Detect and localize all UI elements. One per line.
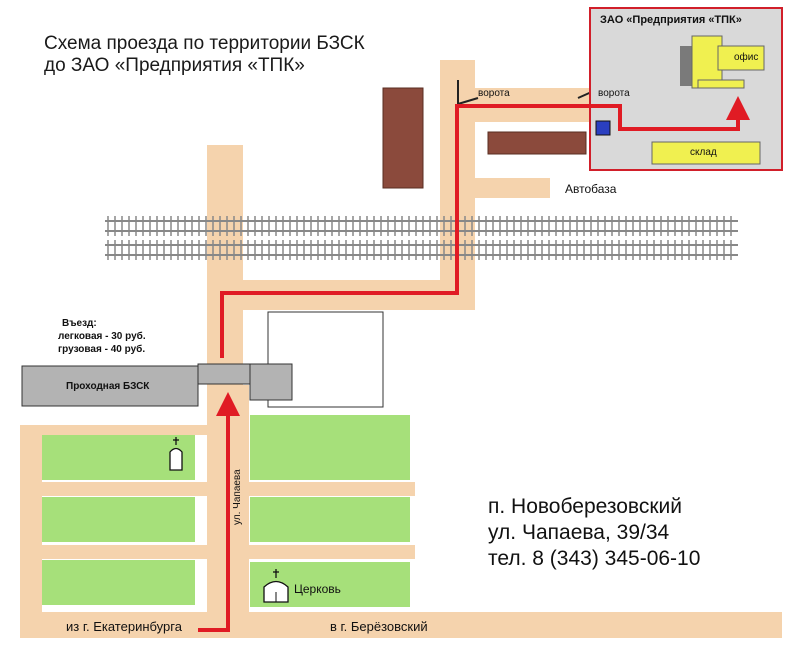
block [42,560,195,605]
checkpoint-label: Проходная БЗСК [66,381,150,392]
office-label: офис [734,52,759,63]
chapel-icon [169,437,183,471]
road-strip-2 [20,482,210,496]
road-strip-4 [245,482,415,496]
road-autobase [440,178,550,198]
address-phone: тел. 8 (343) 345-06-10 [488,547,701,570]
church-icon [263,569,289,603]
entry-fee-heading: Въезд: [62,318,97,329]
blue-square-marker [595,120,611,136]
map-title-line-1: Схема проезда по территории БЗСК [44,33,365,54]
warehouse-label: склад [690,147,717,158]
building-warehouse-brown [382,87,424,189]
railway [105,216,738,260]
destination-area [589,7,783,171]
gate-label-2: ворота [598,88,630,99]
checkpoint-bzsk [21,363,293,407]
from-city-label: из г. Екатеринбурга [66,619,182,634]
route-upper-path [220,96,750,358]
map-title-line-2: до ЗАО «Предприятия «ТПК» [44,55,305,76]
block [42,497,195,542]
building-brown-horizontal [487,131,587,155]
destination-company-label: ЗАО «Предприятия «ТПК» [600,14,742,26]
block [250,497,410,542]
road-bottom [20,612,782,638]
residential-blocks [42,415,410,607]
road-strip-left [20,425,42,615]
road-strip-1 [20,425,210,435]
block [250,415,410,480]
route-lower-path [198,392,240,632]
road-strip-5 [245,545,415,559]
road-strip-3 [20,545,210,559]
gate-label-1: ворота [478,88,510,99]
address-line-2: ул. Чапаева, 39/34 [488,521,670,544]
road-left-vertical [207,145,243,385]
autobase-label: Автобаза [565,182,617,196]
church-label: Церковь [294,582,341,596]
address-line-1: п. Новоберезовский [488,495,682,518]
to-city-label: в г. Берёзовский [330,619,428,634]
street-chapaeva-label: ул. Чапаева [232,469,243,525]
entry-fee-car: легковая - 30 руб. [58,331,146,342]
entry-fee-truck: грузовая - 40 руб. [58,344,146,355]
gate-marker-1b [457,97,479,105]
